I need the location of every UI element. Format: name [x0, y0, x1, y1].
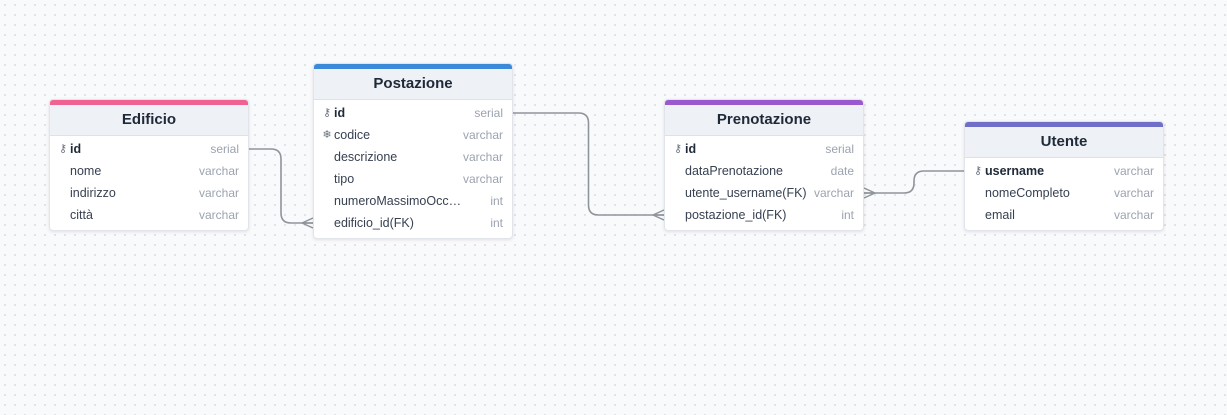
- field-row[interactable]: ⚷id serial: [50, 138, 248, 160]
- table-utente[interactable]: Utente ⚷username varchar nomeCompleto varcha…: [964, 121, 1164, 231]
- table-title[interactable]: Utente: [965, 127, 1163, 158]
- field-type: varchar: [1113, 186, 1154, 200]
- field-row[interactable]: ❄codice varchar: [314, 124, 512, 146]
- field-row[interactable]: email varchar: [965, 204, 1163, 226]
- field-name: id: [685, 142, 697, 156]
- field-type: int: [490, 216, 503, 230]
- field-row[interactable]: città varchar: [50, 204, 248, 226]
- table-accent-bar: [314, 64, 512, 69]
- field-row[interactable]: dataPrenotazione date: [665, 160, 863, 182]
- field-type: varchar: [813, 186, 854, 200]
- field-row[interactable]: utente_username(FK) varchar: [665, 182, 863, 204]
- key-icon: ⚷: [322, 107, 332, 119]
- field-row[interactable]: ⚷username varchar: [965, 160, 1163, 182]
- field-type: int: [841, 208, 854, 222]
- field-type: serial: [825, 142, 854, 156]
- field-name: tipo: [334, 172, 355, 186]
- field-name: codice: [334, 128, 371, 142]
- table-accent-bar: [965, 122, 1163, 127]
- field-row[interactable]: indirizzo varchar: [50, 182, 248, 204]
- field-name: nomeCompleto: [985, 186, 1070, 200]
- table-title[interactable]: Edificio: [50, 105, 248, 136]
- field-row[interactable]: nome varchar: [50, 160, 248, 182]
- field-type: varchar: [1113, 208, 1154, 222]
- field-list: ⚷id serial ❄codice varchar descrizione varcha…: [314, 100, 512, 238]
- field-name: nome: [70, 164, 102, 178]
- field-row[interactable]: descrizione varchar: [314, 146, 512, 168]
- field-name: email: [985, 208, 1015, 222]
- key-icon: ⚷: [58, 143, 68, 155]
- field-name: utente_username(FK): [685, 186, 807, 200]
- table-edificio[interactable]: Edificio ⚷id serial nome varchar indirizzo var…: [49, 99, 249, 231]
- field-name: id: [334, 106, 346, 120]
- field-type: varchar: [462, 172, 503, 186]
- field-row[interactable]: edificio_id(FK) int: [314, 212, 512, 234]
- field-name: username: [985, 164, 1045, 178]
- field-name: descrizione: [334, 150, 398, 164]
- field-type: varchar: [462, 128, 503, 142]
- field-type: int: [490, 194, 503, 208]
- key-icon: ⚷: [673, 143, 683, 155]
- table-accent-bar: [665, 100, 863, 105]
- field-type: varchar: [198, 186, 239, 200]
- field-name: edificio_id(FK): [334, 216, 414, 230]
- table-title[interactable]: Postazione: [314, 69, 512, 100]
- unique-icon: ❄: [322, 129, 332, 141]
- field-name: città: [70, 208, 93, 222]
- field-name: id: [70, 142, 82, 156]
- field-row[interactable]: ⚷id serial: [314, 102, 512, 124]
- key-icon: ⚷: [973, 165, 983, 177]
- field-name: postazione_id(FK): [685, 208, 787, 222]
- field-row[interactable]: postazione_id(FK) int: [665, 204, 863, 226]
- field-row[interactable]: ⚷id serial: [665, 138, 863, 160]
- field-type: serial: [210, 142, 239, 156]
- field-list: ⚷id serial dataPrenotazione date utente_user…: [665, 136, 863, 230]
- field-row[interactable]: tipo varchar: [314, 168, 512, 190]
- field-name: numeroMassimoOccupa...: [334, 194, 464, 208]
- table-accent-bar: [50, 100, 248, 105]
- table-title[interactable]: Prenotazione: [665, 105, 863, 136]
- field-type: date: [830, 164, 854, 178]
- field-type: serial: [474, 106, 503, 120]
- field-name: indirizzo: [70, 186, 116, 200]
- field-row[interactable]: numeroMassimoOccupa... int: [314, 190, 512, 212]
- field-type: varchar: [198, 208, 239, 222]
- field-row[interactable]: nomeCompleto varchar: [965, 182, 1163, 204]
- field-type: varchar: [198, 164, 239, 178]
- field-type: varchar: [462, 150, 503, 164]
- field-name: dataPrenotazione: [685, 164, 783, 178]
- field-type: varchar: [1113, 164, 1154, 178]
